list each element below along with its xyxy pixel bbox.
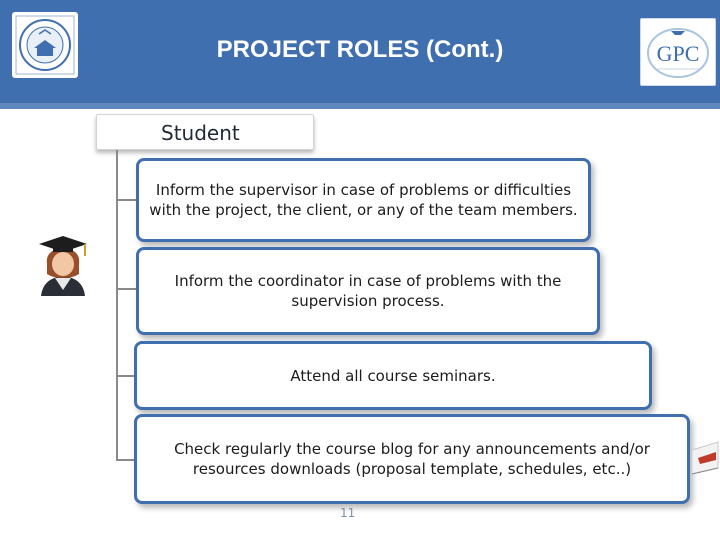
tree-branch [116, 199, 138, 201]
role-item-card: Attend all course seminars. [134, 341, 652, 410]
role-item-text: Inform the supervisor in case of problem… [149, 181, 578, 219]
gpc-logo: GPC [640, 18, 716, 86]
gpc-logo-text: GPC [657, 41, 700, 66]
student-role-header: Student [96, 114, 314, 150]
book-image [690, 430, 720, 476]
role-item-text: Attend all course seminars. [290, 366, 496, 385]
role-item-card: Check regularly the course blog for any … [134, 414, 690, 504]
slide-title: PROJECT ROLES (Cont.) [216, 36, 504, 63]
tree-branch [116, 459, 136, 461]
tree-branch [116, 375, 136, 377]
page-number: 11 [340, 506, 356, 520]
role-item-text: Check regularly the course blog for any … [174, 440, 650, 478]
role-item-card: Inform the coordinator in case of proble… [136, 247, 600, 335]
role-item-card: Inform the supervisor in case of problem… [136, 158, 591, 242]
header-strip [0, 103, 720, 109]
tree-connector [116, 150, 118, 460]
tree-branch [116, 288, 138, 290]
role-item-text: Inform the coordinator in case of proble… [174, 272, 562, 310]
university-logo [12, 12, 78, 78]
slide-header [0, 0, 720, 103]
graduate-student-icon [33, 234, 93, 300]
